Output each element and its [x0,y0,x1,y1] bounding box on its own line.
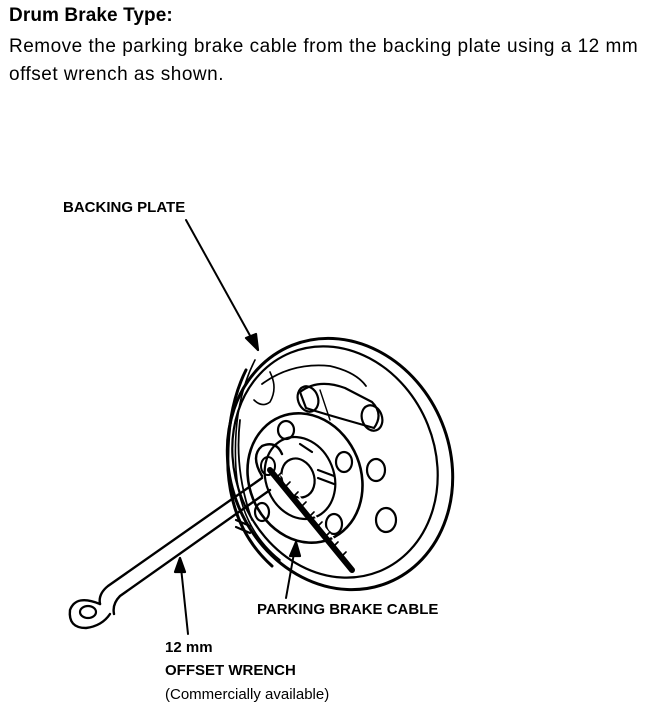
backing-plate-leader [185,219,259,351]
backing-plate-label: BACKING PLATE [63,199,186,216]
backing-plate-inner-rim [231,345,439,579]
backing-plate-edge [226,368,274,568]
offset-wrench-label: OFFSET WRENCH [165,662,296,679]
parking-brake-cable [260,456,357,573]
availability-note: (Commercially available) [165,686,330,703]
brake-shoe-left [237,419,253,521]
wrench-size-label: 12 mm [165,639,213,656]
wheel-cylinder [296,382,384,432]
backing-plate-rim [225,336,455,592]
brake-shoe-upper [261,364,367,387]
offset-wrench-illustration [68,443,284,630]
parking-brake-cable-label: PARKING BRAKE CABLE [257,601,439,618]
section-heading: Drum Brake Type: [9,5,173,26]
instruction-text: Remove the parking brake cable from the … [9,36,639,85]
